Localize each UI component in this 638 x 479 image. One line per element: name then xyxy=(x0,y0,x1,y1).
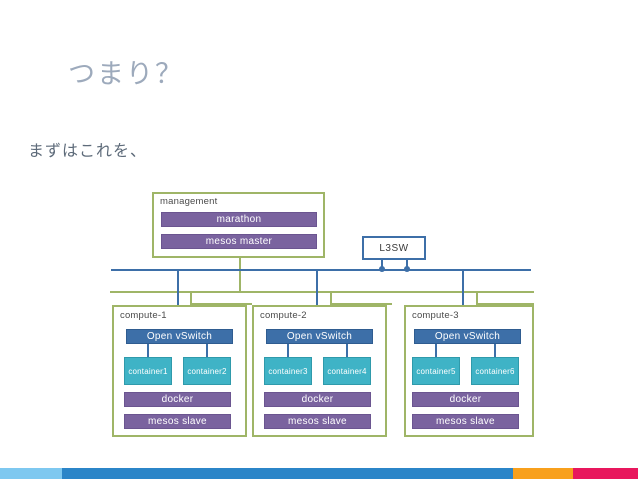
footer-segment-orange xyxy=(513,468,573,479)
footer-segment-blue xyxy=(62,468,513,479)
compute-2-container-4[interactable]: container4 xyxy=(323,357,371,385)
compute-3-mgmt-link-wire xyxy=(476,291,478,305)
compute-1-container-1[interactable]: container1 xyxy=(124,357,172,385)
page-title: つまり？ xyxy=(68,59,184,89)
compute-3-container5-wire xyxy=(435,344,437,357)
management-group-label: management xyxy=(160,196,218,207)
compute-2-data-link-wire xyxy=(316,269,318,331)
compute-2-mgmt-link-h-wire xyxy=(330,303,392,305)
compute-3-docker[interactable]: docker xyxy=(412,392,519,407)
compute-1-mesos-slave[interactable]: mesos slave xyxy=(124,414,231,429)
footer-accent-bar xyxy=(0,468,638,479)
compute-1-container-2[interactable]: container2 xyxy=(183,357,231,385)
l3sw-leg-right-wire xyxy=(406,260,408,270)
compute-1-mgmt-link-wire xyxy=(190,291,192,305)
compute-1-mgmt-link-h-wire xyxy=(190,303,252,305)
compute-node-3-label: compute-3 xyxy=(412,310,459,321)
slide-subtitle: まずはこれを、 xyxy=(28,143,148,160)
l3sw-leg-left-wire xyxy=(381,260,383,270)
compute-node-1-label: compute-1 xyxy=(120,310,167,321)
compute-node-2-label: compute-2 xyxy=(260,310,307,321)
compute-2-docker[interactable]: docker xyxy=(264,392,371,407)
data-network-bus xyxy=(111,269,531,271)
compute-3-container-6[interactable]: container6 xyxy=(471,357,519,385)
service-mesos-master[interactable]: mesos master xyxy=(161,234,317,249)
compute-3-container-5[interactable]: container5 xyxy=(412,357,460,385)
compute-3-container6-wire xyxy=(494,344,496,357)
compute-1-data-link-wire xyxy=(177,269,179,331)
compute-2-container-3[interactable]: container3 xyxy=(264,357,312,385)
l3sw-switch[interactable]: L3SW xyxy=(362,236,426,260)
compute-3-mesos-slave[interactable]: mesos slave xyxy=(412,414,519,429)
compute-2-open-vswitch[interactable]: Open vSwitch xyxy=(266,329,373,344)
compute-1-container2-wire xyxy=(206,344,208,357)
footer-segment-crimson xyxy=(573,468,638,479)
compute-3-open-vswitch[interactable]: Open vSwitch xyxy=(414,329,521,344)
compute-1-docker[interactable]: docker xyxy=(124,392,231,407)
compute-2-container3-wire xyxy=(287,344,289,357)
management-network-bus xyxy=(110,291,534,293)
management-uplink-wire xyxy=(239,258,241,291)
compute-2-mesos-slave[interactable]: mesos slave xyxy=(264,414,371,429)
compute-3-data-link-wire xyxy=(462,269,464,331)
service-marathon[interactable]: marathon xyxy=(161,212,317,227)
compute-2-container4-wire xyxy=(346,344,348,357)
compute-1-open-vswitch[interactable]: Open vSwitch xyxy=(126,329,233,344)
footer-segment-light-blue xyxy=(0,468,62,479)
compute-1-container1-wire xyxy=(147,344,149,357)
compute-2-mgmt-link-wire xyxy=(330,291,332,305)
compute-3-mgmt-link-h-wire xyxy=(476,303,534,305)
